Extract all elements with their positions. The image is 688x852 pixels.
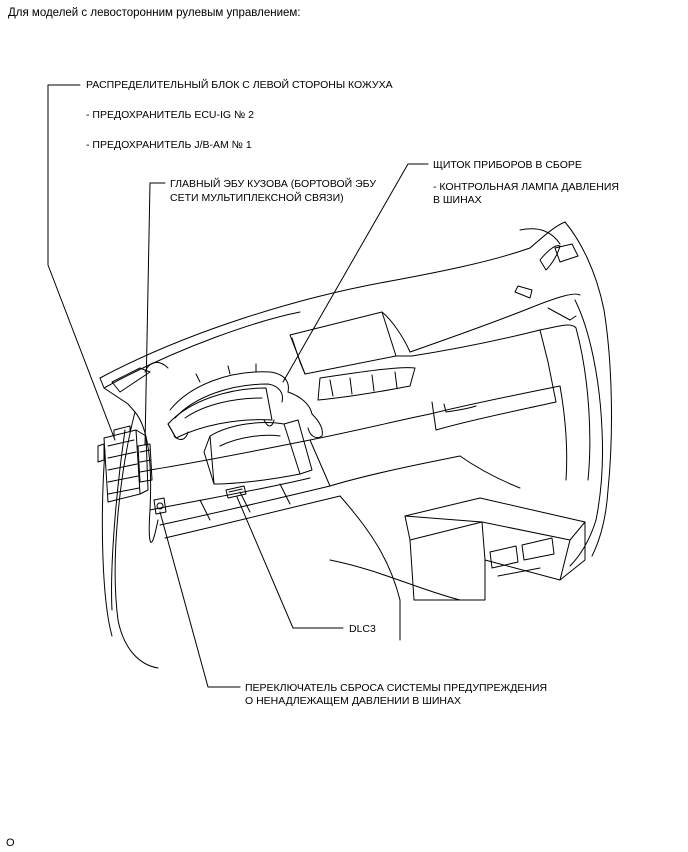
- leader-main-body-ecu: [144, 182, 166, 446]
- label-combination-meter: ЩИТОК ПРИБОРОВ В СБОРЕ: [433, 159, 582, 171]
- label-main-body-ecu-line2: СЕТИ МУЛЬТИПЛЕКСНОЙ СВЯЗИ): [170, 192, 344, 204]
- door-trim: [307, 413, 609, 567]
- label-tire-lamp-line1: - КОНТРОЛЬНАЯ ЛАМПА ДАВЛЕНИЯ: [433, 181, 619, 193]
- label-reset-switch-line2: О НЕНАДЛЕЖАЩЕМ ДАВЛЕНИИ В ШИНАХ: [245, 695, 461, 707]
- label-reset-switch-line1: ПЕРЕКЛЮЧАТЕЛЬ СБРОСА СИСТЕМЫ ПРЕДУПРЕЖДЕ…: [245, 682, 548, 694]
- leader-junction-block: [47, 84, 116, 441]
- label-fuse-ecu-ig: - ПРЕДОХРАНИТЕЛЬ ECU-IG № 2: [86, 109, 255, 121]
- steering-column: [203, 419, 313, 485]
- leader-dlc3: [236, 496, 344, 629]
- dlc3-component: [225, 485, 247, 499]
- dashboard-top: [99, 221, 581, 413]
- leader-lines: [47, 84, 429, 688]
- instrument-cluster: [167, 363, 313, 440]
- junction-block-component: [97, 425, 149, 503]
- label-main-body-ecu-line1: ГЛАВНЫЙ ЭБУ КУЗОВА (БОРТОВОЙ ЭБУ: [170, 178, 376, 190]
- page-header: Для моделей с левосторонним рулевым упра…: [8, 7, 301, 19]
- lower-dash-left: [101, 411, 431, 669]
- center-console: [329, 455, 586, 641]
- passenger-dash: [411, 221, 612, 521]
- figure-code: O: [6, 837, 15, 849]
- label-dlc3: DLC3: [349, 623, 376, 635]
- label-junction-block: РАСПРЕДЕЛИТЕЛЬНЫЙ БЛОК С ЛЕВОЙ СТОРОНЫ К…: [86, 79, 393, 91]
- leader-combination-meter: [282, 163, 429, 383]
- reset-switch-component: [153, 497, 167, 515]
- leader-reset-switch: [159, 511, 241, 688]
- label-fuse-jb-am: - ПРЕДОХРАНИТЕЛЬ J/B-AM № 1: [86, 139, 252, 151]
- label-tire-lamp-line2: В ШИНАХ: [433, 194, 482, 206]
- main-body-ecu-component: [137, 443, 153, 483]
